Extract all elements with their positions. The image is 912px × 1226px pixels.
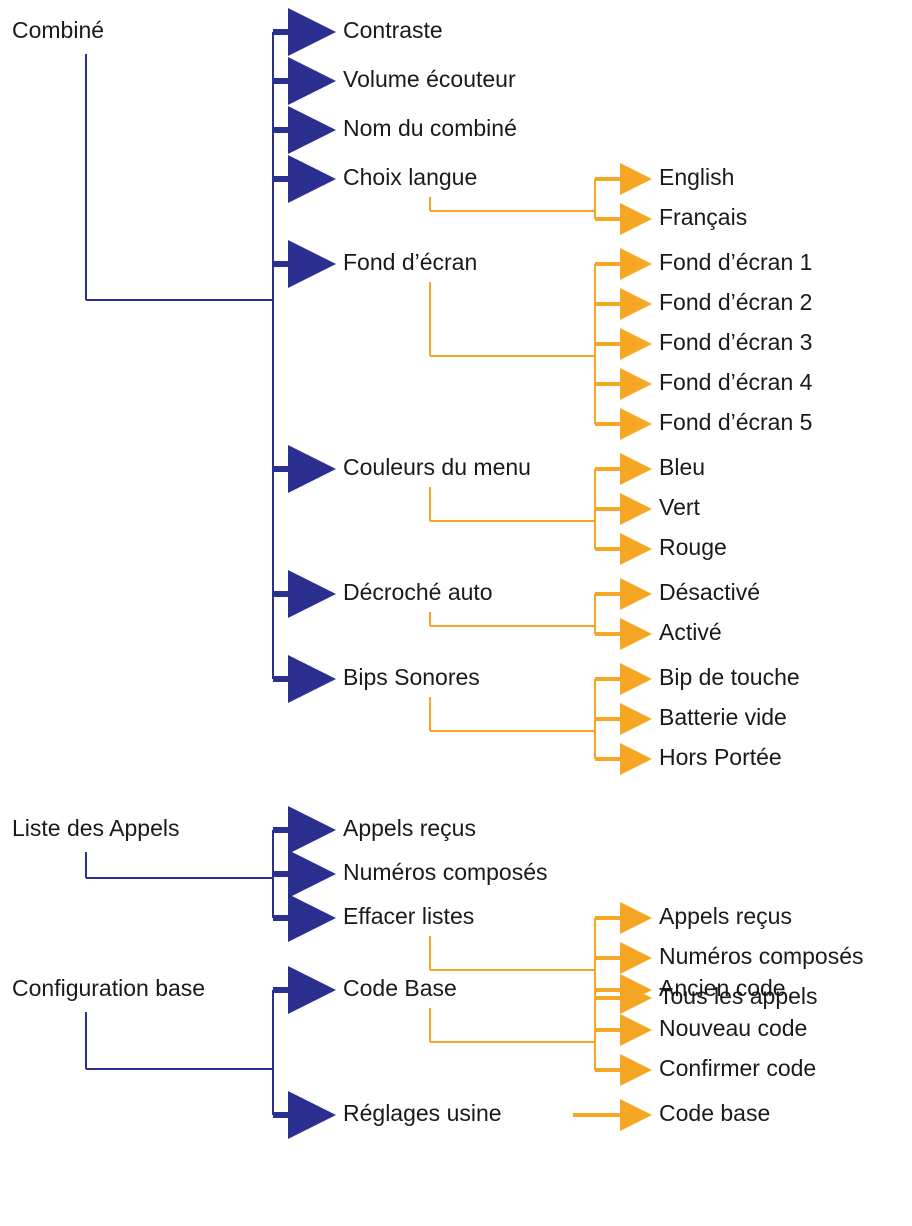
menu-item-0-2[interactable]: Nom du combiné xyxy=(343,115,517,141)
submenu-item-2-0-1[interactable]: Nouveau code xyxy=(659,1015,807,1041)
menu-item-0-6[interactable]: Décroché auto xyxy=(343,579,493,605)
menu-item-2-0[interactable]: Code Base xyxy=(343,975,457,1001)
submenu-item-0-5-2[interactable]: Rouge xyxy=(659,534,727,560)
menu-item-0-4[interactable]: Fond d’écran xyxy=(343,249,477,275)
submenu-item-0-3-1[interactable]: Français xyxy=(659,204,747,230)
submenu-item-0-7-0[interactable]: Bip de touche xyxy=(659,664,800,690)
menu-item-0-0[interactable]: Contraste xyxy=(343,17,443,43)
submenu-item-0-4-1[interactable]: Fond d’écran 2 xyxy=(659,289,812,315)
submenu-item-0-6-0[interactable]: Désactivé xyxy=(659,579,760,605)
submenu-item-0-6-1[interactable]: Activé xyxy=(659,619,722,645)
submenu-item-2-0-2[interactable]: Confirmer code xyxy=(659,1055,816,1081)
submenu-item-0-4-0[interactable]: Fond d’écran 1 xyxy=(659,249,812,275)
submenu-item-0-4-3[interactable]: Fond d’écran 4 xyxy=(659,369,813,395)
submenu-item-0-7-2[interactable]: Hors Portée xyxy=(659,744,782,770)
menu-item-2-1[interactable]: Réglages usine xyxy=(343,1100,502,1126)
submenu-item-0-4-4[interactable]: Fond d’écran 5 xyxy=(659,409,812,435)
menu-item-1-0[interactable]: Appels reçus xyxy=(343,815,476,841)
submenu-item-1-2-0[interactable]: Appels reçus xyxy=(659,903,792,929)
menu-item-0-3[interactable]: Choix langue xyxy=(343,164,477,190)
submenu-item-1-2-1[interactable]: Numéros composés xyxy=(659,943,864,969)
submenu-item-1-2-2[interactable]: Tous les appels xyxy=(659,983,818,1009)
menu-item-0-5[interactable]: Couleurs du menu xyxy=(343,454,531,480)
submenu-item-2-0-0[interactable]: Ancien code xyxy=(659,975,786,1001)
submenu-item-0-3-0[interactable]: English xyxy=(659,164,734,190)
submenu-item-0-4-2[interactable]: Fond d’écran 3 xyxy=(659,329,812,355)
root-menu-2[interactable]: Configuration base xyxy=(12,975,205,1001)
root-menu-0[interactable]: Combiné xyxy=(12,17,104,43)
root-menu-1[interactable]: Liste des Appels xyxy=(12,815,180,841)
menu-item-0-1[interactable]: Volume écouteur xyxy=(343,66,516,92)
menu-item-1-2[interactable]: Effacer listes xyxy=(343,903,474,929)
submenu-item-0-5-0[interactable]: Bleu xyxy=(659,454,705,480)
menu-item-0-7[interactable]: Bips Sonores xyxy=(343,664,480,690)
menu-item-1-1[interactable]: Numéros composés xyxy=(343,859,548,885)
submenu-item-0-5-1[interactable]: Vert xyxy=(659,494,701,520)
submenu-item-2-1-0[interactable]: Code base xyxy=(659,1100,770,1126)
submenu-item-0-7-1[interactable]: Batterie vide xyxy=(659,704,787,730)
